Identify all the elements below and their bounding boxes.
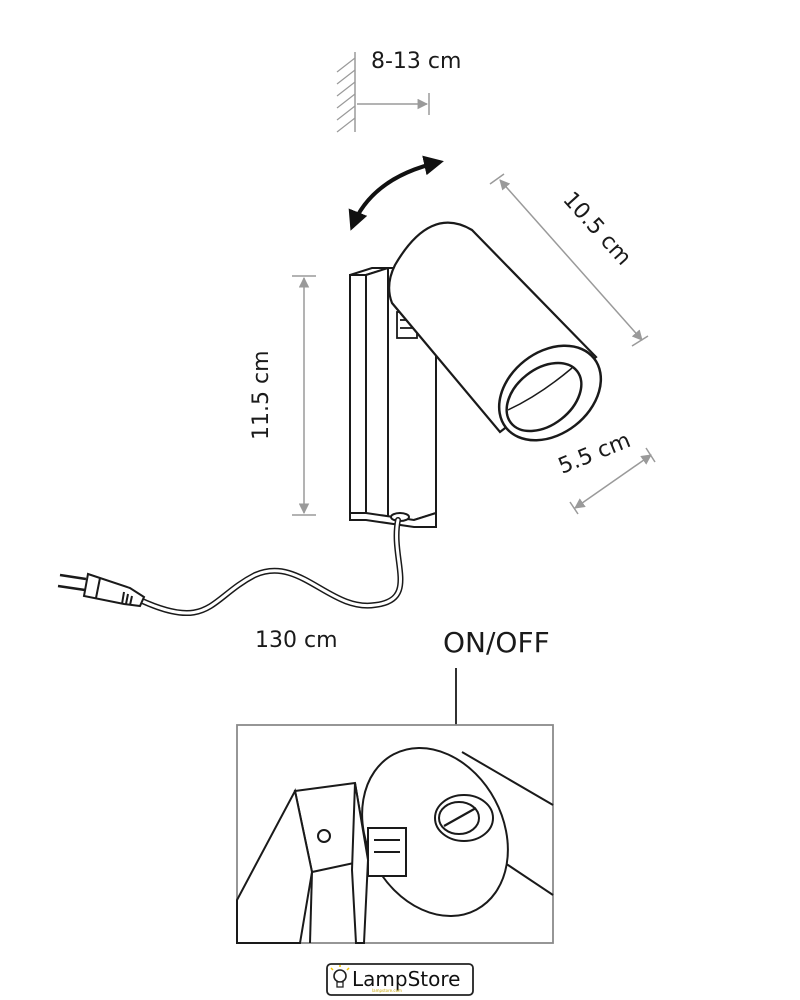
- plug-pin-top: [59, 573, 87, 581]
- detail-body-side: [236, 788, 314, 944]
- brand-tagline: lampstore.com: [372, 988, 402, 993]
- detail-view: [236, 724, 554, 944]
- body-side-face: [349, 274, 367, 514]
- switch-knob[interactable]: [434, 794, 494, 842]
- wall-offset-dimension: 8-13 cm: [336, 49, 461, 133]
- shade-diameter-arrow: [574, 454, 652, 509]
- brand-logo: LampStore lampstore.com: [326, 963, 474, 996]
- switch-slot: [443, 807, 477, 827]
- rotation-arrow: [348, 155, 444, 231]
- brand-name: LampStore: [352, 967, 460, 991]
- switch-label: ON/OFF: [443, 626, 550, 659]
- plug-icon: [57, 572, 146, 608]
- power-cable: [137, 517, 404, 617]
- cable-length-label: 130 cm: [255, 628, 338, 653]
- shade-opening-inner: [505, 361, 583, 433]
- shade-diameter-label: 5.5 cm: [555, 428, 634, 479]
- shade-diameter-dimension: 5.5 cm: [555, 428, 656, 515]
- shade-length-arrow: [499, 179, 643, 341]
- body-height-label: 11.5 cm: [249, 350, 274, 440]
- plug-pin-bottom: [57, 584, 86, 592]
- body-height-dimension: 11.5 cm: [249, 275, 316, 516]
- lamp-shade: [388, 221, 603, 442]
- wall-hatching: [336, 57, 356, 133]
- logo-frame: [326, 963, 474, 996]
- mount-screw-hole: [317, 829, 331, 843]
- wall-offset-label: 8-13 cm: [371, 49, 461, 74]
- lightbulb-icon: [330, 965, 350, 988]
